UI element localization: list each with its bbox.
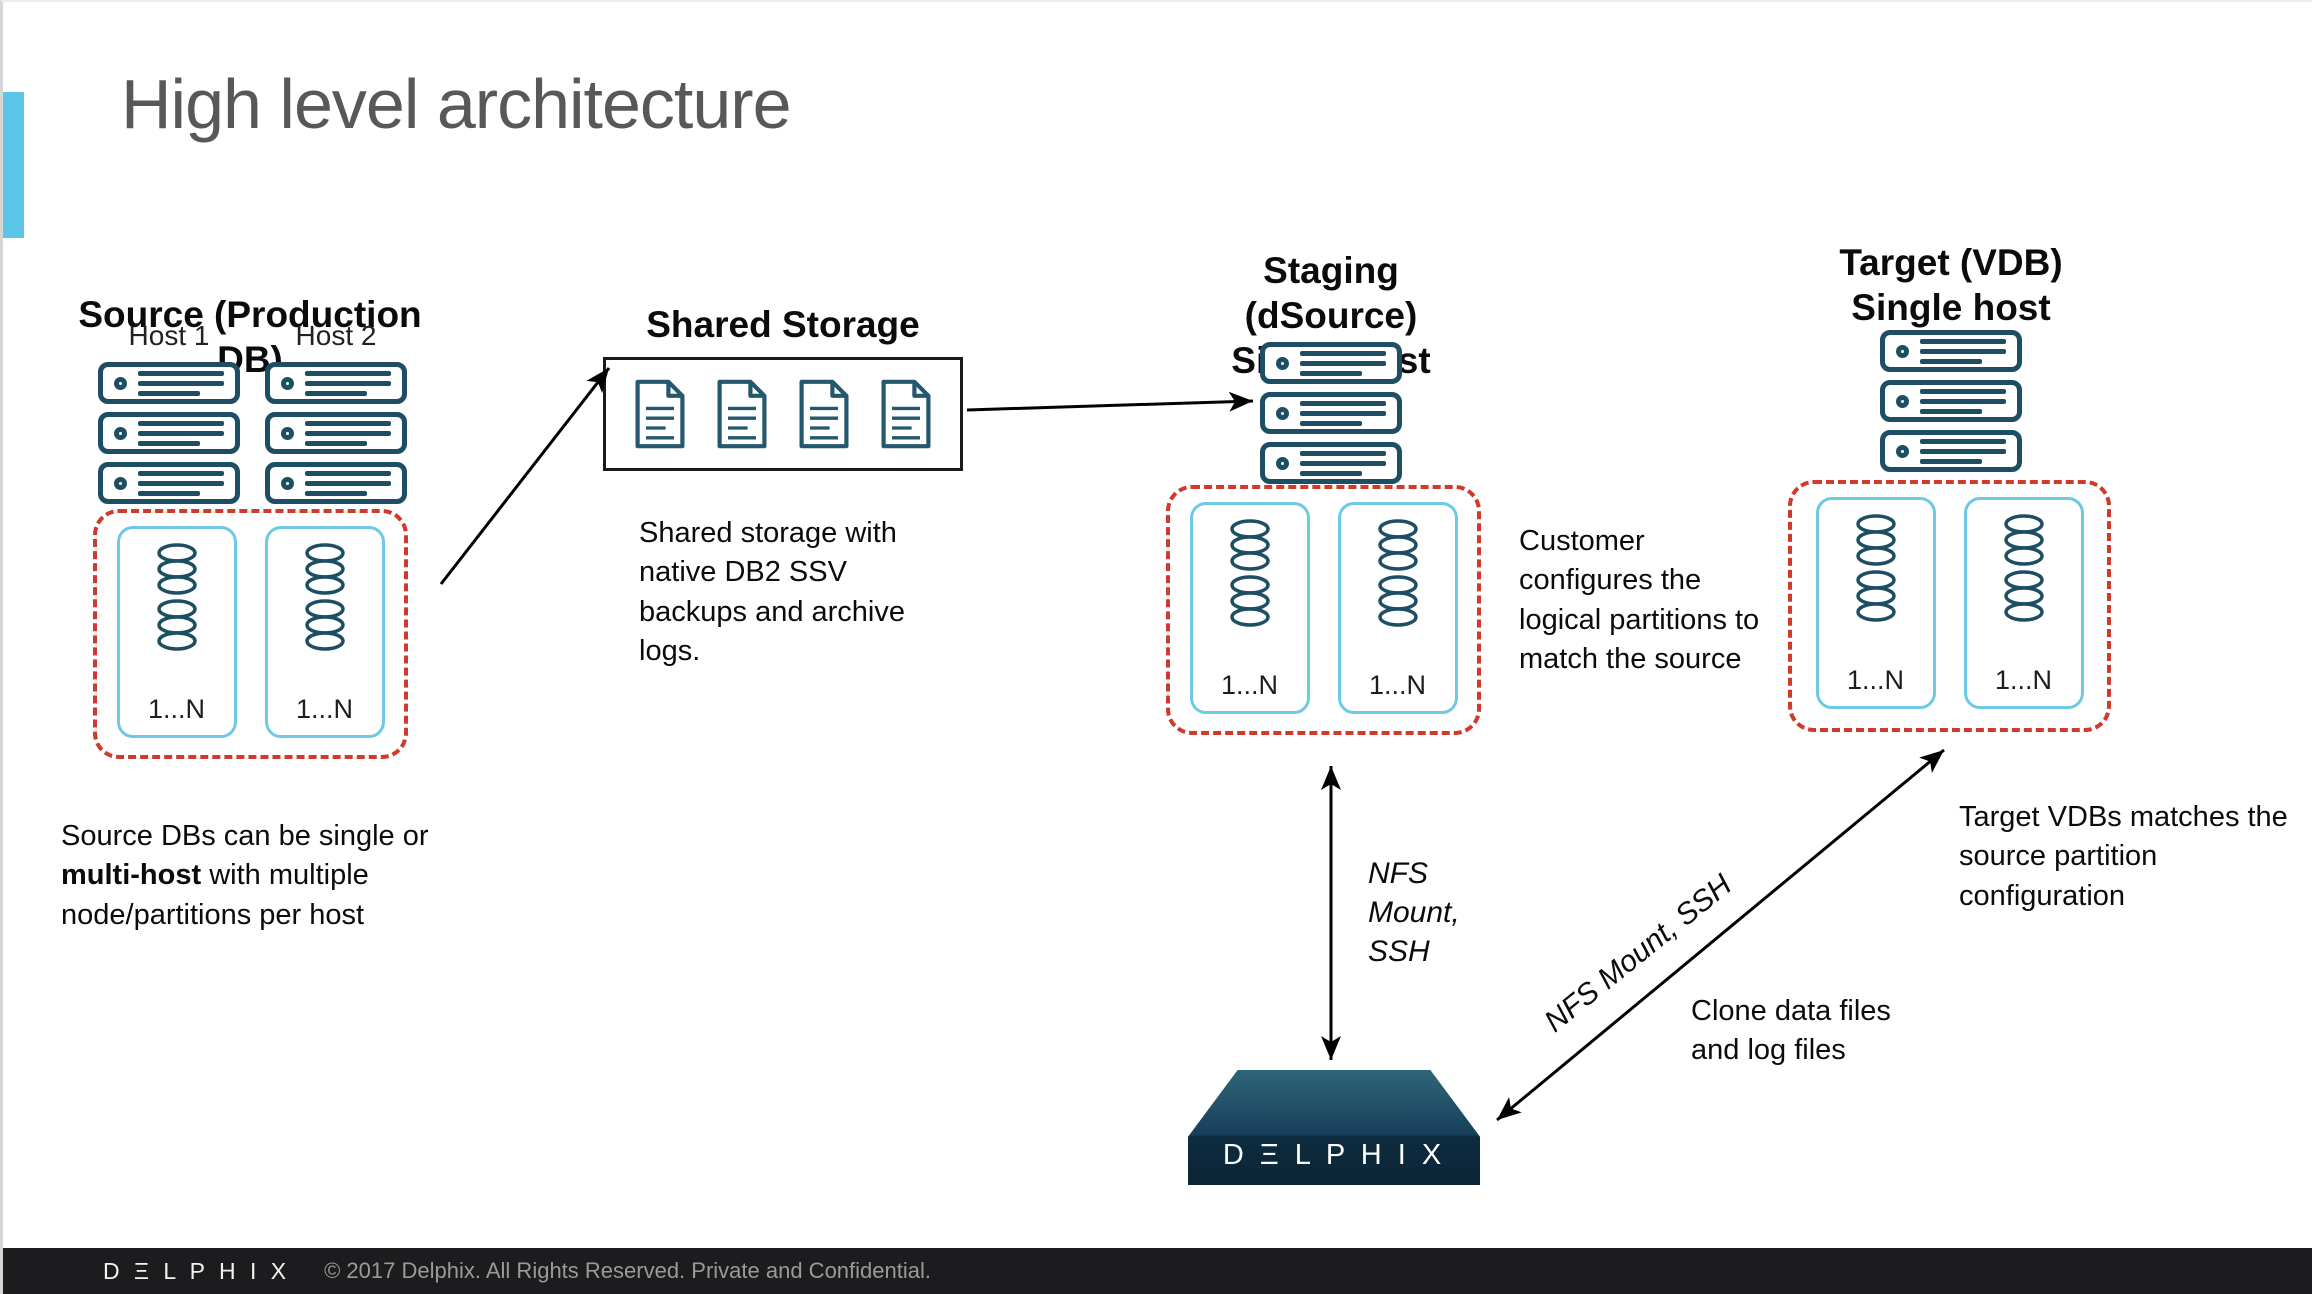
arrow-source-to-storage [439,367,611,585]
server-unit-icon [265,362,407,404]
database-icon [1855,570,1896,622]
db-count-label: 1...N [295,694,354,724]
staging-partition-group: 1...N 1...N [1166,485,1481,735]
target-server-icon [1880,330,2022,472]
database-icon [1377,519,1418,571]
footer: D Ξ L P H I X © 2017 Delphix. All Rights… [3,1248,2312,1294]
source-host1-server-icon [98,362,240,504]
server-unit-icon [265,462,407,504]
database-icon [1855,514,1896,566]
staging-heading-line1: Staging (dSource) [1244,250,1418,337]
shared-storage-box [603,357,963,471]
footer-delphix-logo: D Ξ L P H I X [103,1257,291,1284]
staging-server-icon [1260,342,1402,484]
server-unit-icon [1880,330,2022,372]
target-db-node-1: 1...N [1815,497,1936,709]
server-unit-icon [265,412,407,454]
source-caption-text2: with multiple node/partitions per host [61,859,369,931]
target-caption: Target VDBs matches the source partition… [1959,801,2288,912]
target-heading-line1: Target (VDB) [1839,242,2063,283]
server-unit-icon [1260,442,1402,484]
source-heading: Source (Production DB) [78,294,422,381]
document-icon [881,379,931,449]
shared-storage-caption: Shared storage with native DB2 SSV backu… [639,517,905,668]
server-unit-icon [98,412,240,454]
database-icon [1377,575,1418,627]
delphix-appliance-wordmark: D Ξ L P H I X [1222,1139,1446,1171]
database-icon [1229,519,1270,571]
accent-bar [3,92,24,238]
source-caption-bold: multi-host [61,859,202,892]
database-icon [1229,575,1270,627]
server-unit-icon [98,362,240,404]
target-heading-line2: Single host [1851,287,2051,329]
source-partition-group: 1...N 1...N [93,509,408,759]
server-unit-icon [1260,342,1402,384]
server-unit-icon [1880,430,2022,472]
document-icon [635,379,685,449]
target-heading: Target (VDB) Single host [1801,240,2101,330]
db-count-label: 1...N [1368,670,1427,700]
staging-db-node-2: 1...N [1337,502,1458,714]
server-unit-icon [1260,392,1402,434]
database-icon [304,543,345,595]
source-host2-label: Host 2 [295,320,377,351]
source-db-node-1: 1...N [116,526,237,738]
page-title: High level architecture [121,65,792,143]
server-unit-icon [1880,380,2022,422]
target-db-node-2: 1...N [1963,497,2084,709]
staging-db-node-1: 1...N [1189,502,1310,714]
arrow-storage-to-staging [966,391,1254,412]
document-icon [717,379,767,449]
database-icon [2003,570,2044,622]
shared-storage-heading: Shared Storage [646,304,920,345]
db-count-label: 1...N [1846,665,1905,695]
document-icon [799,379,849,449]
server-unit-icon [98,462,240,504]
db-count-label: 1...N [147,694,206,724]
source-db-node-2: 1...N [264,526,385,738]
source-host2-server-icon [265,362,407,504]
source-caption-text1: Source DBs can be single or [61,820,429,852]
staging-caption: Customer configures the logical partitio… [1519,525,1760,676]
source-host1-label: Host 1 [128,320,210,351]
footer-copyright: © 2017 Delphix. All Rights Reserved. Pri… [324,1258,931,1283]
target-partition-group: 1...N 1...N [1788,480,2111,732]
database-icon [2003,514,2044,566]
source-caption: Source DBs can be single or multi-host w… [61,817,501,935]
db-count-label: 1...N [1220,670,1279,700]
nfs-mount-ssh-vertical-label: NFS Mount, SSH [1368,857,1460,968]
clone-files-label: Clone data files and log files [1691,995,1891,1067]
database-icon [156,543,197,595]
delphix-appliance: D Ξ L P H I X [1188,1070,1480,1185]
db-count-label: 1...N [1994,665,2053,695]
database-icon [304,599,345,651]
database-icon [156,599,197,651]
